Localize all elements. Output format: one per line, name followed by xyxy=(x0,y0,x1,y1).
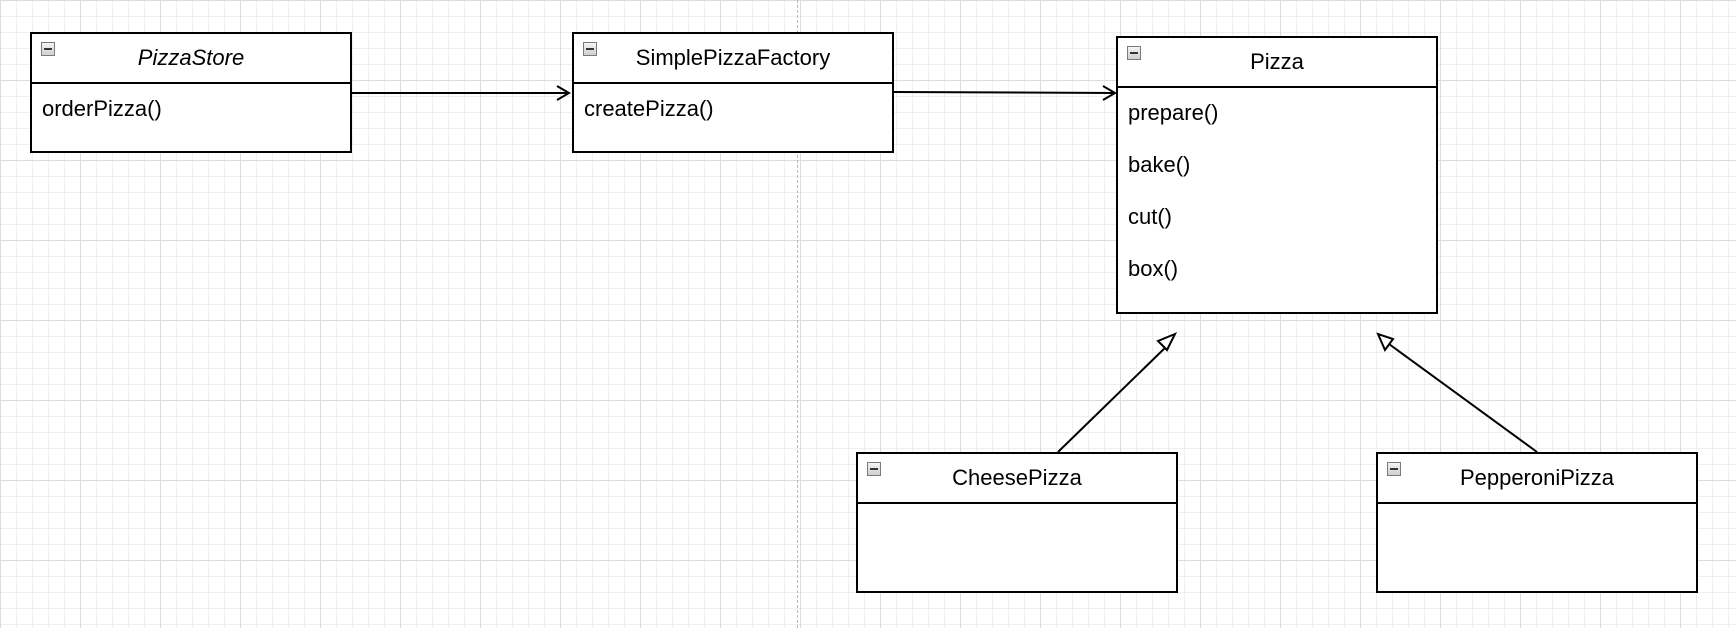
methods-compartment[interactable] xyxy=(858,504,1176,510)
minus-square-icon[interactable] xyxy=(583,42,597,56)
association-line-factory-pizza[interactable] xyxy=(893,91,1115,94)
method-item[interactable]: bake() xyxy=(1128,152,1191,177)
class-name: Pizza xyxy=(1250,49,1304,74)
method-item[interactable]: prepare() xyxy=(1128,100,1219,125)
class-header[interactable]: PizzaStore xyxy=(32,34,350,84)
open-arrowhead-icon xyxy=(1102,85,1117,101)
method-item[interactable]: createPizza() xyxy=(584,96,714,121)
methods-compartment[interactable]: orderPizza() xyxy=(32,84,350,142)
methods-compartment[interactable]: createPizza() xyxy=(574,84,892,142)
inheritance-arrowhead-icon xyxy=(1376,332,1395,352)
class-box-cheesepizza[interactable]: CheesePizza xyxy=(856,452,1178,593)
minus-square-icon[interactable] xyxy=(41,42,55,56)
inheritance-arrowhead-icon xyxy=(1156,332,1178,352)
class-header[interactable]: CheesePizza xyxy=(858,454,1176,504)
class-header[interactable]: Pizza xyxy=(1118,38,1436,88)
class-header[interactable]: PepperoniPizza xyxy=(1378,454,1696,504)
class-name: PizzaStore xyxy=(137,45,245,70)
class-box-pizza[interactable]: Pizza prepare() bake() cut() box() xyxy=(1116,36,1438,314)
methods-compartment[interactable] xyxy=(1378,504,1696,510)
generalization-line-cheesepizza-pizza[interactable] xyxy=(1057,344,1169,453)
class-name: SimplePizzaFactory xyxy=(635,45,831,70)
class-box-pizzastore[interactable]: PizzaStore orderPizza() xyxy=(30,32,352,153)
class-name: PepperoniPizza xyxy=(1459,465,1615,490)
methods-compartment[interactable]: prepare() bake() cut() box() xyxy=(1118,88,1436,302)
page-break-line xyxy=(797,0,798,628)
class-header[interactable]: SimplePizzaFactory xyxy=(574,34,892,84)
method-item[interactable]: box() xyxy=(1128,256,1179,281)
generalization-line-pepperonipizza-pizza[interactable] xyxy=(1388,343,1538,453)
method-item[interactable]: cut() xyxy=(1128,204,1172,229)
open-arrowhead-icon xyxy=(556,85,571,101)
method-item[interactable]: orderPizza() xyxy=(42,96,162,121)
class-name: CheesePizza xyxy=(952,465,1082,490)
minus-square-icon[interactable] xyxy=(1127,46,1141,60)
class-box-simplepizzafactory[interactable]: SimplePizzaFactory createPizza() xyxy=(572,32,894,153)
class-box-pepperonipizza[interactable]: PepperoniPizza xyxy=(1376,452,1698,593)
minus-square-icon[interactable] xyxy=(867,462,881,476)
minus-square-icon[interactable] xyxy=(1387,462,1401,476)
